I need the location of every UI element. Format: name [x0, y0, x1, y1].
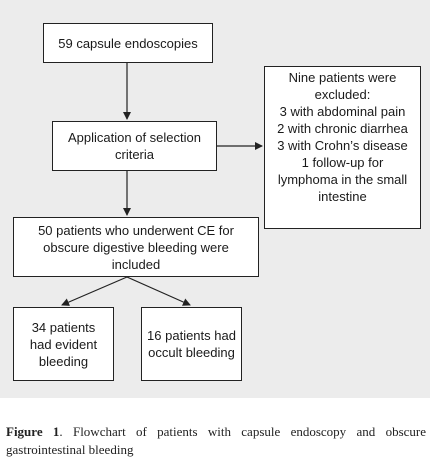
- capsule-endoscopies-box: 59 capsule endoscopies: [43, 23, 213, 63]
- connector-layer: [61, 63, 263, 306]
- selection-criteria-text: Application of selection criteria: [68, 130, 201, 162]
- arrow-included-to-occult: [126, 276, 191, 306]
- included-patients-box: 50 patients who underwent CE for obscure…: [13, 217, 259, 277]
- included-patients-text: 50 patients who underwent CE for obscure…: [38, 222, 234, 272]
- selection-criteria-box: Application of selection criteria: [52, 121, 217, 171]
- caption-label: Figure 1: [6, 424, 60, 439]
- excluded-patients-text: Nine patients were excluded: 3 with abdo…: [277, 70, 408, 204]
- occult-bleeding-text: 16 patients had occult bleeding: [147, 328, 236, 360]
- evident-bleeding-text: 34 patients had evident bleeding: [29, 319, 98, 369]
- caption-text: . Flowchart of patients with capsule end…: [6, 424, 426, 457]
- figure-caption: Figure 1. Flowchart of patients with cap…: [6, 423, 426, 459]
- arrow-included-to-evident: [61, 276, 128, 306]
- occult-bleeding-box: 16 patients had occult bleeding: [141, 307, 242, 381]
- excluded-patients-box: Nine patients were excluded: 3 with abdo…: [264, 66, 421, 229]
- evident-bleeding-box: 34 patients had evident bleeding: [13, 307, 114, 381]
- capsule-endoscopies-text: 59 capsule endoscopies: [58, 35, 198, 51]
